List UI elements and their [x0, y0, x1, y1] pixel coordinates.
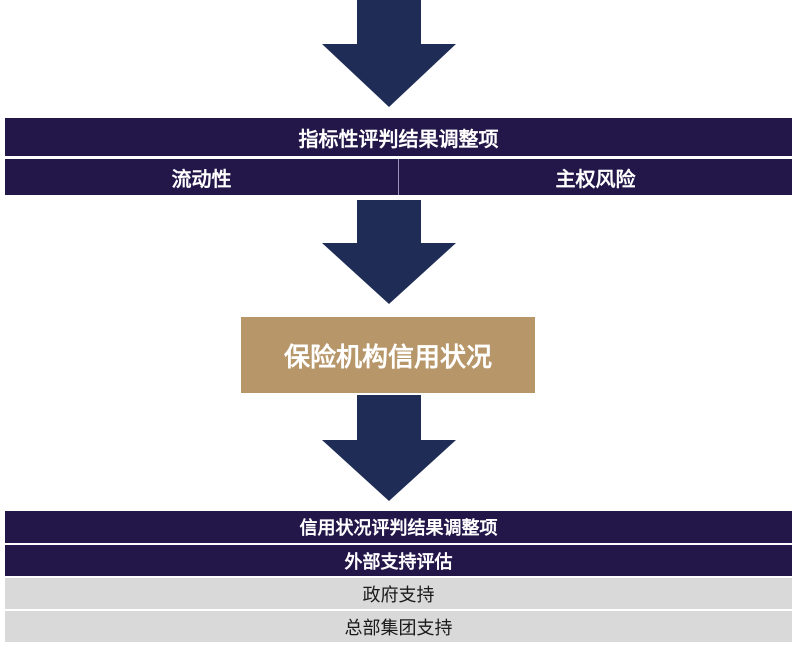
credit-status-adjustment-header-text: 信用状况评判结果调整项 — [299, 518, 498, 539]
liquidity-label: 流动性 — [171, 166, 232, 191]
insurer-credit-status-label: 保险机构信用状况 — [283, 342, 492, 373]
liquidity-cell: 流动性 — [5, 159, 398, 195]
insurer-credit-status-box: 保险机构信用状况 — [241, 317, 535, 393]
credit-status-adjustment-header: 信用状况评判结果调整项 — [5, 511, 792, 543]
group-support-label: 总部集团支持 — [344, 617, 453, 639]
indicator-adjustment-items: 流动性 主权风险 — [5, 159, 792, 195]
down-arrow-icon — [322, 0, 456, 107]
external-support-header: 外部支持评估 — [5, 545, 792, 576]
indicator-adjustment-header: 指标性评判结果调整项 — [5, 118, 792, 156]
group-support-row: 总部集团支持 — [5, 611, 792, 642]
sovereign-risk-label: 主权风险 — [555, 166, 636, 191]
government-support-label: 政府支持 — [362, 584, 435, 606]
down-arrow-icon — [322, 395, 456, 501]
government-support-row: 政府支持 — [5, 578, 792, 609]
external-support-header-text: 外部支持评估 — [344, 551, 453, 573]
indicator-adjustment-header-text: 指标性评判结果调整项 — [298, 126, 499, 151]
cell-divider — [398, 159, 399, 195]
down-arrow-icon — [322, 200, 456, 304]
sovereign-risk-cell: 主权风险 — [399, 159, 792, 195]
